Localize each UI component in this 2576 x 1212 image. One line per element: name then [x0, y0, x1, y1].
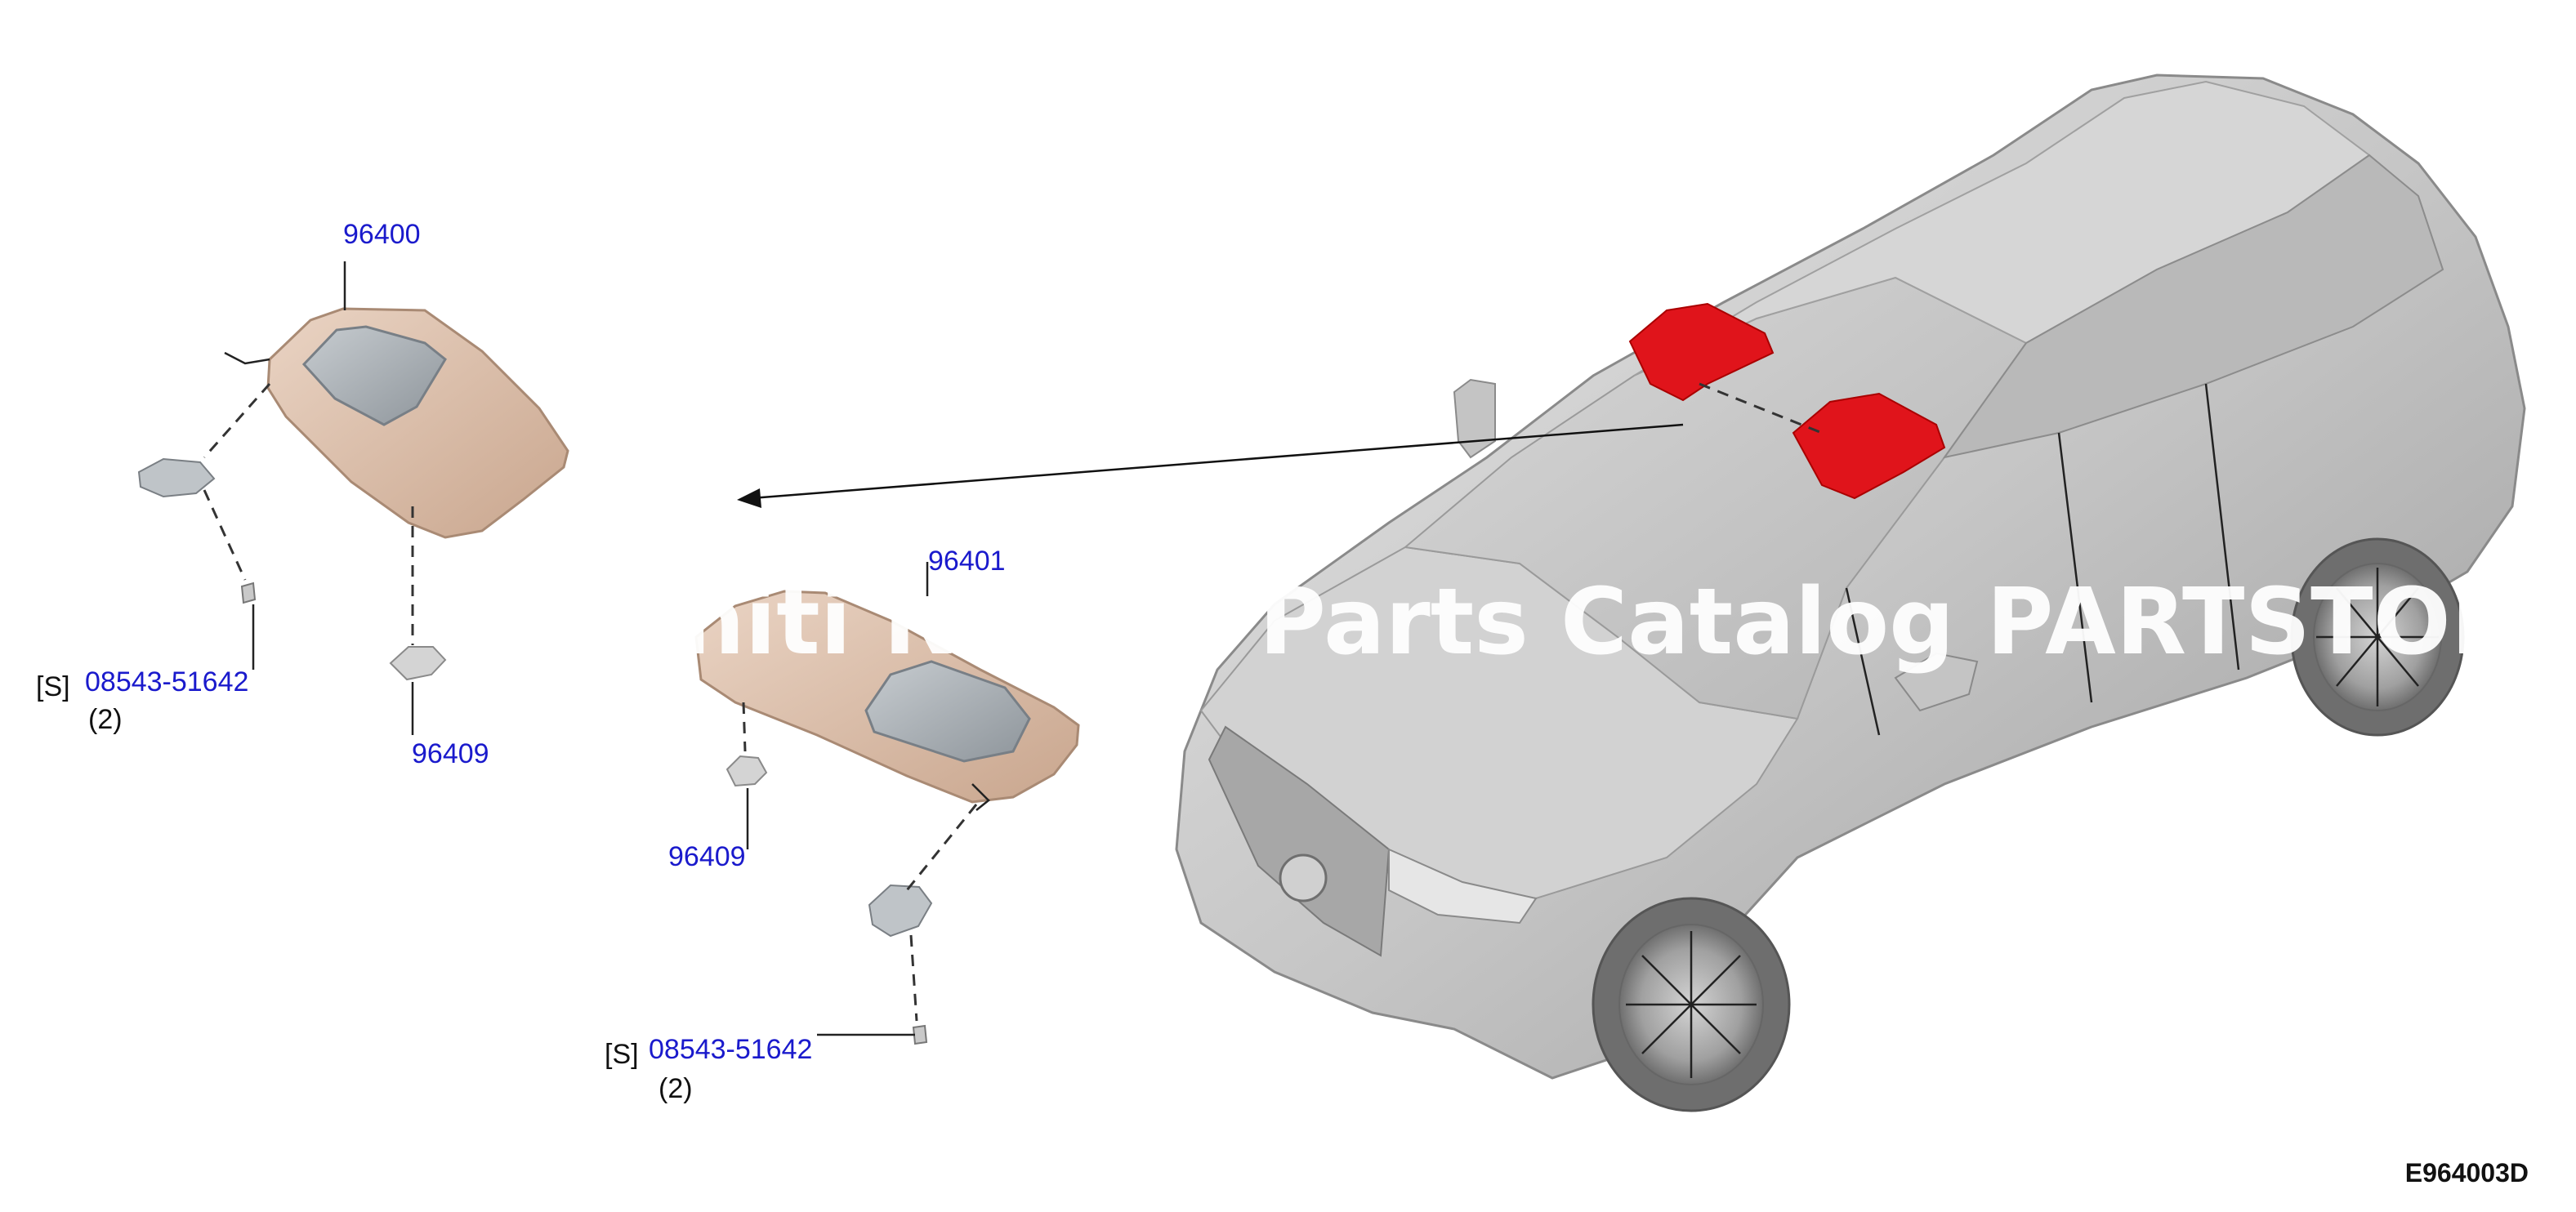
- part-number-96401[interactable]: 96401: [928, 546, 1006, 577]
- car-side-windows: [1942, 154, 2444, 459]
- car-rear-wheel: [2290, 537, 2465, 737]
- part-number-96400[interactable]: 96400: [343, 219, 421, 250]
- part-number-96409-left[interactable]: 96409: [412, 738, 489, 769]
- part-number-96409-right[interactable]: 96409: [668, 841, 746, 872]
- car-side-mirror: [1894, 652, 1979, 712]
- vehicle-illustration: [1175, 74, 2526, 1112]
- quantity-right: (2): [659, 1073, 693, 1104]
- visor-left-hinge-rod: [224, 351, 270, 365]
- visor-right-clip: [868, 884, 933, 938]
- part-number-08543-51642-left[interactable]: 08543-51642: [85, 666, 248, 697]
- car-emblem: [1279, 853, 1328, 902]
- visor-right-leaders: [746, 562, 929, 1036]
- visor-left-clip: [137, 457, 216, 498]
- spec-marker-right: [S]: [605, 1039, 639, 1070]
- visor-left-mirror: [301, 325, 447, 426]
- visor-assembly-right: [694, 562, 1080, 1045]
- spec-marker-left: [S]: [36, 671, 70, 702]
- car-roof: [1633, 80, 2371, 377]
- visor-right-holder: [725, 755, 768, 787]
- visor-left-screw: [240, 581, 257, 604]
- part-number-08543-51642-right[interactable]: 08543-51642: [649, 1034, 812, 1065]
- car-side-mirror-far: [1453, 378, 1496, 459]
- car-front-wheel: [1592, 897, 1791, 1112]
- visor-left-holder: [389, 646, 447, 681]
- highlight-connector-line: [1699, 382, 1823, 434]
- watermark-text: Infiniti Nissan Parts Catalog PARTSTORE.…: [513, 569, 2576, 675]
- visor-right-dashed-guides: [742, 702, 978, 1022]
- car-door-line: [1845, 383, 2240, 736]
- car-grille: [1208, 725, 1391, 957]
- highlight-visor-left: [1628, 302, 1775, 402]
- pointer-arrow: [737, 423, 1684, 508]
- visor-right-screw: [912, 1024, 928, 1045]
- visor-right-hinge-rod: [971, 783, 990, 811]
- visor-left-leaders: [252, 261, 414, 735]
- diagram-code: E964003D: [2405, 1158, 2529, 1187]
- visor-assembly-left: [137, 261, 569, 735]
- car-headlight: [1388, 848, 1538, 925]
- visor-left-dashed-guides: [203, 383, 414, 645]
- quantity-left: (2): [88, 704, 123, 735]
- highlight-visor-right: [1792, 392, 1946, 500]
- visor-right-mirror: [864, 660, 1031, 763]
